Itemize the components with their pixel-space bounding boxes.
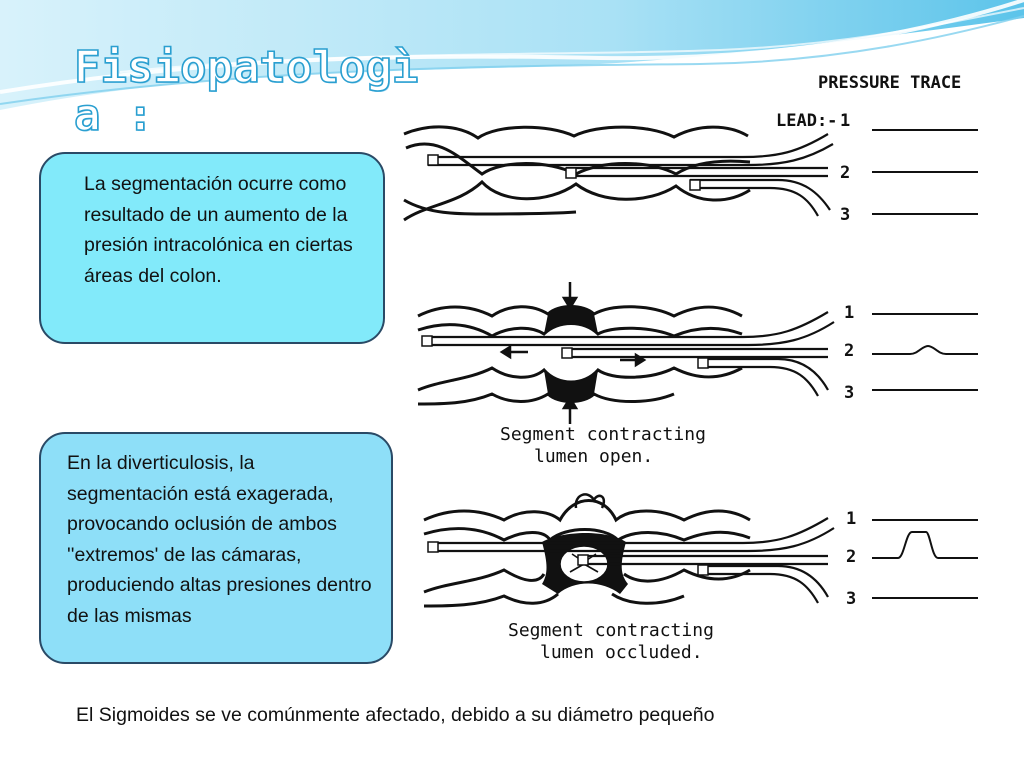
lead-number: 2 xyxy=(844,341,854,361)
lead-number: 3 xyxy=(840,205,850,225)
lead-number: 1 xyxy=(844,303,854,323)
constriction-bottom xyxy=(544,370,598,402)
lead-number: 3 xyxy=(846,589,856,609)
trace-lines xyxy=(872,129,978,215)
colon-wall-top xyxy=(423,499,751,543)
pressure-trace-diagram: PRESSURE TRACE LEAD:- 1 xyxy=(403,73,978,663)
trace-lines xyxy=(872,519,978,599)
catheter-tips xyxy=(427,154,701,191)
constriction-top xyxy=(544,306,598,334)
lead-label: LEAD:- xyxy=(776,111,837,131)
footer-note: El Sigmoides se ve comúnmente afectado, … xyxy=(76,704,715,726)
catheter-tubes xyxy=(422,311,835,397)
lead-number: 2 xyxy=(846,547,856,567)
caption-line: lumen occluded. xyxy=(540,642,703,663)
lead-number: 3 xyxy=(844,383,854,403)
lead-number: 2 xyxy=(840,163,850,183)
colon-wall-bottom xyxy=(403,179,751,222)
slide-title: Fisiopatologìa : xyxy=(73,42,419,141)
diagram-panel-resting: 1 2 3 xyxy=(403,111,978,225)
diagram-panel-lumen-occluded: 1 2 3 Segment contracting lumen occluded… xyxy=(423,493,978,663)
catheter-tips xyxy=(421,335,709,369)
trace-lines xyxy=(872,313,978,391)
lead-number: 1 xyxy=(846,509,856,529)
catheter-tubes xyxy=(428,133,834,217)
info-box-segmentation: La segmentación ocurre como resultado de… xyxy=(39,152,385,344)
diagram-panel-lumen-open: 1 2 3 Segment contracting lumen open. xyxy=(417,282,978,467)
caption-line: lumen open. xyxy=(534,446,653,467)
lead-number: 1 xyxy=(840,111,850,131)
pressure-trace-header: PRESSURE TRACE xyxy=(818,73,961,93)
info-box-diverticulosis: En la diverticulosis, la segmentación es… xyxy=(39,432,393,664)
catheter-tips xyxy=(427,541,709,576)
caption-line: Segment contracting xyxy=(508,620,714,641)
caption-line: Segment contracting xyxy=(500,424,706,445)
colon-wall-bottom xyxy=(423,568,751,608)
catheter-tubes xyxy=(428,517,835,604)
diverticulum-sac xyxy=(574,493,606,509)
background-waves xyxy=(0,0,1024,110)
